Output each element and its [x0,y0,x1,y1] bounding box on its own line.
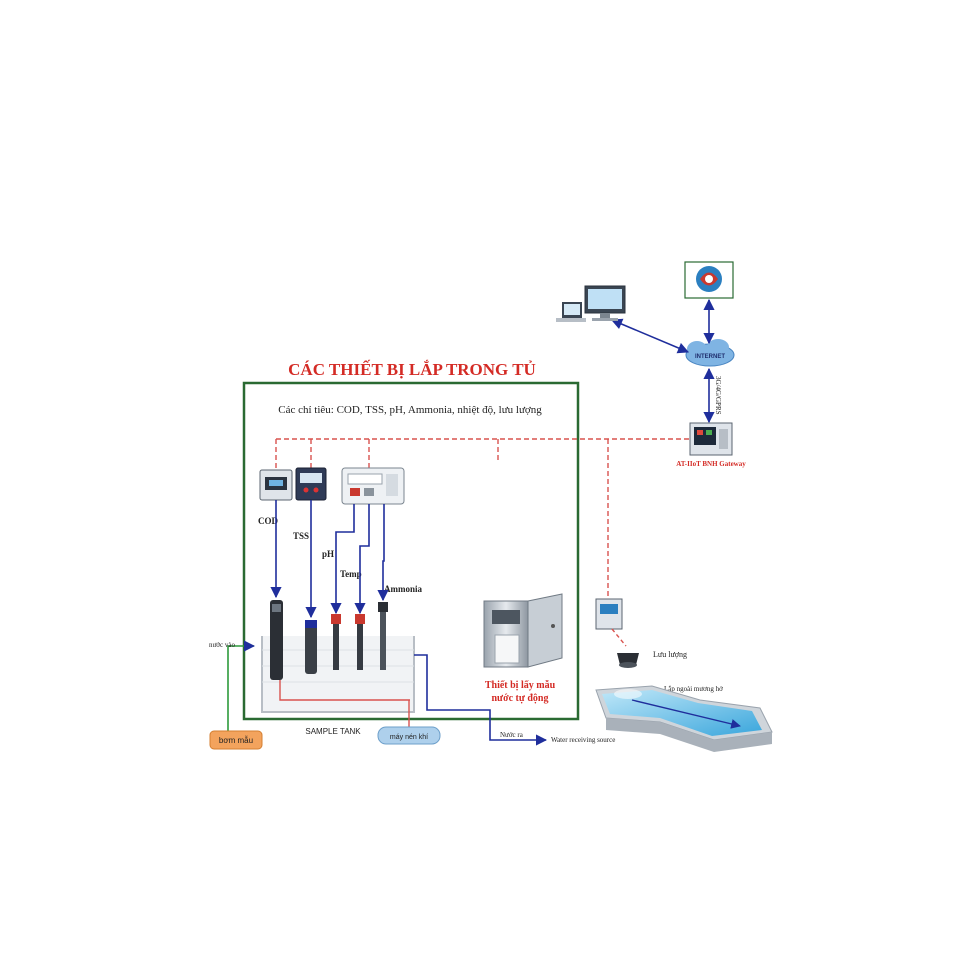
sensor-label-temp: Temp [340,569,362,579]
multi-parameter-analyzer [341,467,405,505]
flow-meter-display [595,598,623,630]
sensor-label-tss: TSS [293,531,309,541]
internet-computer-link [610,318,690,354]
receiving-label: Water receiving source [551,736,615,744]
signal-bus [275,438,690,598]
gateway-label: AT-IIoT BNH Gateway [676,460,746,468]
sample-pump [209,730,263,750]
ph-probe [331,614,341,670]
tss-analyzer [295,467,327,501]
flow-sensor-cable [611,628,627,647]
temp-probe [355,614,365,670]
tss-probe [305,620,317,674]
outlet-label: Nước ra [500,731,524,739]
sensor-label-cod: COD [258,516,279,526]
ammonia-probe [378,602,388,670]
flow-label: Lưu lượng [653,650,687,659]
flow-sensor-label: Lắp ngoài mương hở [664,685,723,693]
iiot-gateway [689,422,733,456]
diagram-title: CÁC THIẾT BỊ LẮP TRONG TỦ [288,360,536,379]
link-label: 3G/4G/GPRS [714,376,722,415]
monitoring-computer [556,285,626,322]
open-channel [595,685,773,752]
air-compressor [377,726,441,745]
sampler-label-line1: Thiết bị lấy mẫu [485,680,556,691]
internet-cloud [685,339,735,367]
inlet-line [227,640,256,733]
cod-analyzer [259,469,293,501]
sampler-label-line2: nước tự động [492,693,549,704]
cod-probe [270,600,283,680]
tank-label: SAMPLE TANK [305,727,361,736]
pump-label: bơm mẫu [219,736,253,745]
indicators-text: Các chỉ tiêu: COD, TSS, pH, Ammonia, nhi… [278,404,542,416]
tank-wiring [279,680,410,701]
sensor-label-ammonia: Ammonia [384,584,422,594]
agency-logo [684,261,734,299]
sensor-label-ph: pH [322,549,334,559]
ultrasonic-flow-sensor [617,653,639,668]
automatic-sampler [483,593,563,668]
cabinet-frame [242,381,580,721]
probe-cables [270,500,389,619]
compressor-label: máy nén khí [390,734,428,741]
internet-label: INTERNET [695,354,725,360]
outlet-line [414,654,548,746]
inlet-label: nước vào [209,641,235,649]
